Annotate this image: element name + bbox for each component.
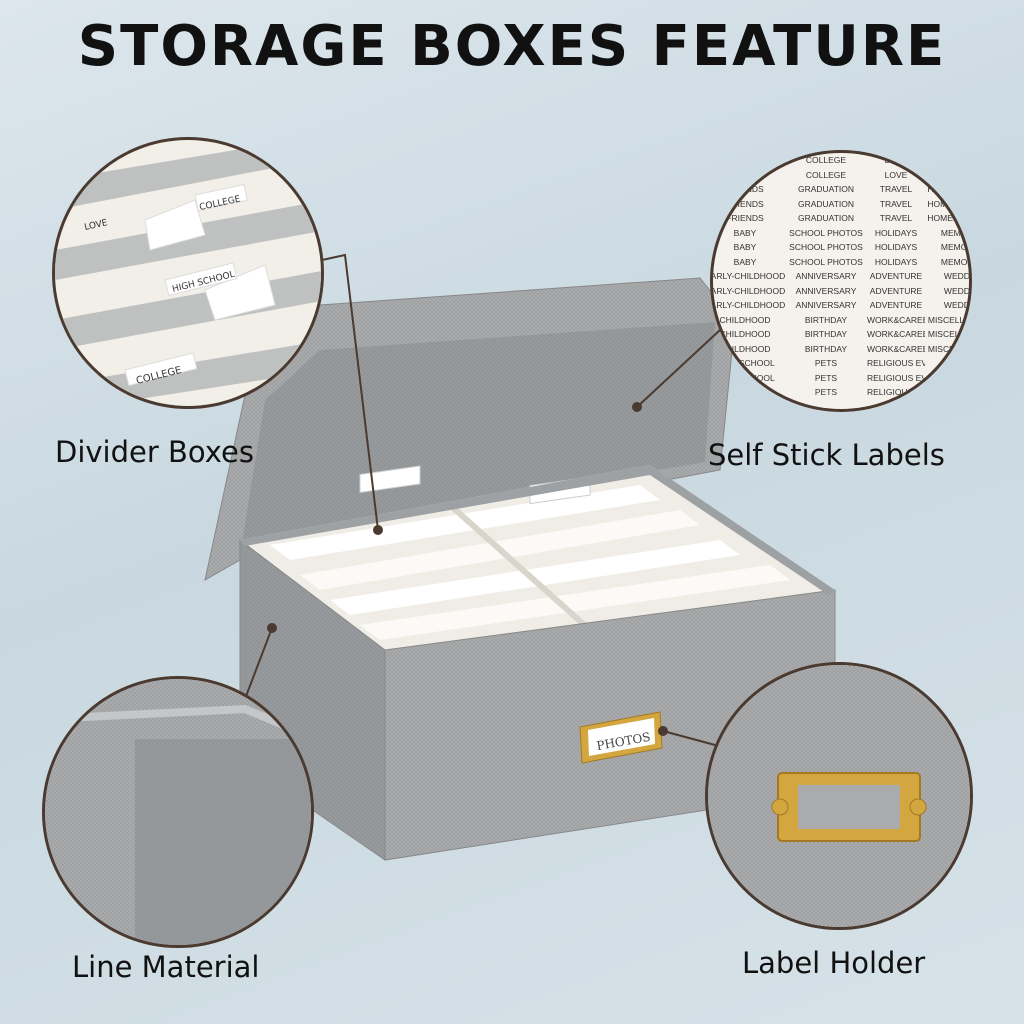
sticker-label: MISCELLANEOUS bbox=[927, 343, 970, 354]
sticker-label: TRAVEL bbox=[879, 184, 913, 194]
sticker-label: HIGH SCHOOL bbox=[715, 387, 775, 397]
sticker-label: SPORTS bbox=[946, 169, 971, 180]
feature-label-divider-boxes: Divider Boxes bbox=[55, 435, 254, 469]
callout-lines bbox=[239, 253, 721, 746]
sticker-label: RELIGIOUS EVENTS bbox=[867, 358, 925, 368]
tab-label: LOVE bbox=[84, 218, 109, 233]
sticker-label: EARLY-CHILDHOOD bbox=[710, 271, 785, 281]
sticker-label: ADVENTURE bbox=[869, 285, 923, 296]
sticker-label: MEMORIES bbox=[940, 242, 969, 252]
sticker-label: COLLEGE bbox=[805, 169, 847, 180]
sticker-label: ADVENTURE bbox=[869, 271, 923, 281]
sticker-label: RELIGIOUS EVENTS bbox=[867, 387, 925, 397]
sticker-label: PETS bbox=[814, 387, 838, 397]
sticker-label: HIGH SCHOOL bbox=[715, 358, 775, 368]
sticker-label: HOLIDAYS bbox=[874, 242, 918, 252]
sticker-label bbox=[927, 385, 969, 400]
sticker-label: WEDDINS bbox=[943, 271, 972, 281]
sticker-label: BIRTHDAY bbox=[804, 343, 848, 354]
sticker-label: LOVE bbox=[884, 155, 908, 165]
sticker-label: MEMORIES bbox=[940, 256, 969, 267]
sticker-label: HIGH SCHOOL bbox=[715, 372, 775, 383]
sticker-label: CHILDHOOD bbox=[719, 314, 771, 325]
sticker-label: PETS bbox=[814, 372, 838, 383]
label-holder-plate: PHOTOS bbox=[579, 711, 663, 764]
sticker-label: LOVE bbox=[884, 169, 908, 180]
sticker-label: TRAVEL bbox=[879, 213, 913, 223]
sticker-label: SCHOOL PHOTOS bbox=[789, 242, 863, 252]
sticker-label: COLLEGE bbox=[805, 155, 847, 165]
sticker-label: WORK&CAREER bbox=[867, 343, 925, 354]
sticker-label: MEMORIES bbox=[940, 227, 969, 238]
divider-closeup-circle: COLLEGE LOVE HIGH SCHOOL COLLEGE bbox=[52, 137, 324, 409]
page-title: STORAGE BOXES FEATURE bbox=[77, 14, 947, 79]
sticker-label: PETS bbox=[814, 358, 838, 368]
sticker-label: FRIENDS bbox=[726, 213, 764, 223]
material-closeup-circle bbox=[42, 676, 314, 948]
sticker-label: HOME PROJECTS bbox=[927, 213, 969, 223]
sticker-label: EARLY-CHILDHOOD bbox=[710, 300, 785, 310]
sticker-label: ADVENTURE bbox=[869, 300, 923, 310]
sticker-label: WORK&CAREER bbox=[867, 329, 925, 339]
sticker-label: CHILDHOOD bbox=[719, 329, 771, 339]
sticker-label: WORK&CAREER bbox=[867, 314, 925, 325]
sticker-label-grid: COLLEGE LOVE FAMILY COLLEGE LOVE SPORTS FRIEND… bbox=[710, 153, 972, 400]
feature-label-line-material: Line Material bbox=[72, 950, 260, 984]
sticker-label: HOME PROJECTS bbox=[927, 198, 969, 209]
sticker-label: SCHOOL PHOTOS bbox=[789, 256, 863, 267]
sticker-label: GRADUATION bbox=[797, 198, 855, 209]
inner-dividers bbox=[270, 465, 790, 640]
sticker-label: FAMILY bbox=[730, 169, 760, 180]
sticker-label: HOME PROJECTS bbox=[927, 184, 969, 194]
label-holder-circle bbox=[705, 662, 973, 930]
sticker-label: TRAVEL bbox=[879, 198, 913, 209]
sticker-label: BIRTHDAY bbox=[804, 314, 848, 325]
feature-label-label-holder: Label Holder bbox=[742, 946, 926, 980]
sticker-label: BABY bbox=[733, 242, 757, 252]
sticker-label: HOLIDAYS bbox=[874, 256, 918, 267]
sticker-label bbox=[927, 153, 969, 168]
sticker-label: MISCELLANEOUS bbox=[927, 314, 970, 325]
sticker-label: GRADUATION bbox=[797, 213, 855, 223]
sticker-labels-circle: COLLEGE LOVE FAMILY COLLEGE LOVE SPORTS FRIEND… bbox=[710, 150, 972, 412]
sticker-label: ANNIVERSARY bbox=[795, 285, 857, 296]
brass-holder-icon bbox=[771, 772, 927, 842]
feature-label-self-stick-labels: Self Stick Labels bbox=[708, 438, 945, 472]
sticker-label: FRIENDS bbox=[726, 198, 764, 209]
box-back-rim bbox=[240, 465, 835, 596]
lid-inner bbox=[240, 322, 715, 555]
sticker-label: FRIENDS bbox=[726, 184, 764, 194]
sticker-label: MISCELLANEOUS bbox=[927, 329, 970, 339]
sticker-label: ANNIVERSARY bbox=[795, 271, 857, 281]
sticker-label: RELIGIOUS EVENTS bbox=[867, 372, 925, 383]
sticker-label: SCHOOL PHOTOS bbox=[789, 227, 863, 238]
sticker-label: BABY bbox=[733, 256, 757, 267]
sticker-label: WEDDINS bbox=[943, 285, 972, 296]
sticker-label: HOLIDAYS bbox=[874, 227, 918, 238]
sticker-label: GRADUATION bbox=[797, 184, 855, 194]
sticker-label: BABY bbox=[733, 227, 757, 238]
sticker-label bbox=[927, 371, 969, 386]
sticker-label: BIRTHDAY bbox=[804, 329, 848, 339]
sticker-label bbox=[713, 153, 785, 168]
sticker-label bbox=[927, 356, 969, 371]
sticker-label: CHILDHOOD bbox=[719, 343, 771, 354]
sticker-label: WEDDINS bbox=[943, 300, 972, 310]
sticker-label: ANNIVERSARY bbox=[795, 300, 857, 310]
sticker-label: EARLY-CHILDHOOD bbox=[710, 285, 785, 296]
